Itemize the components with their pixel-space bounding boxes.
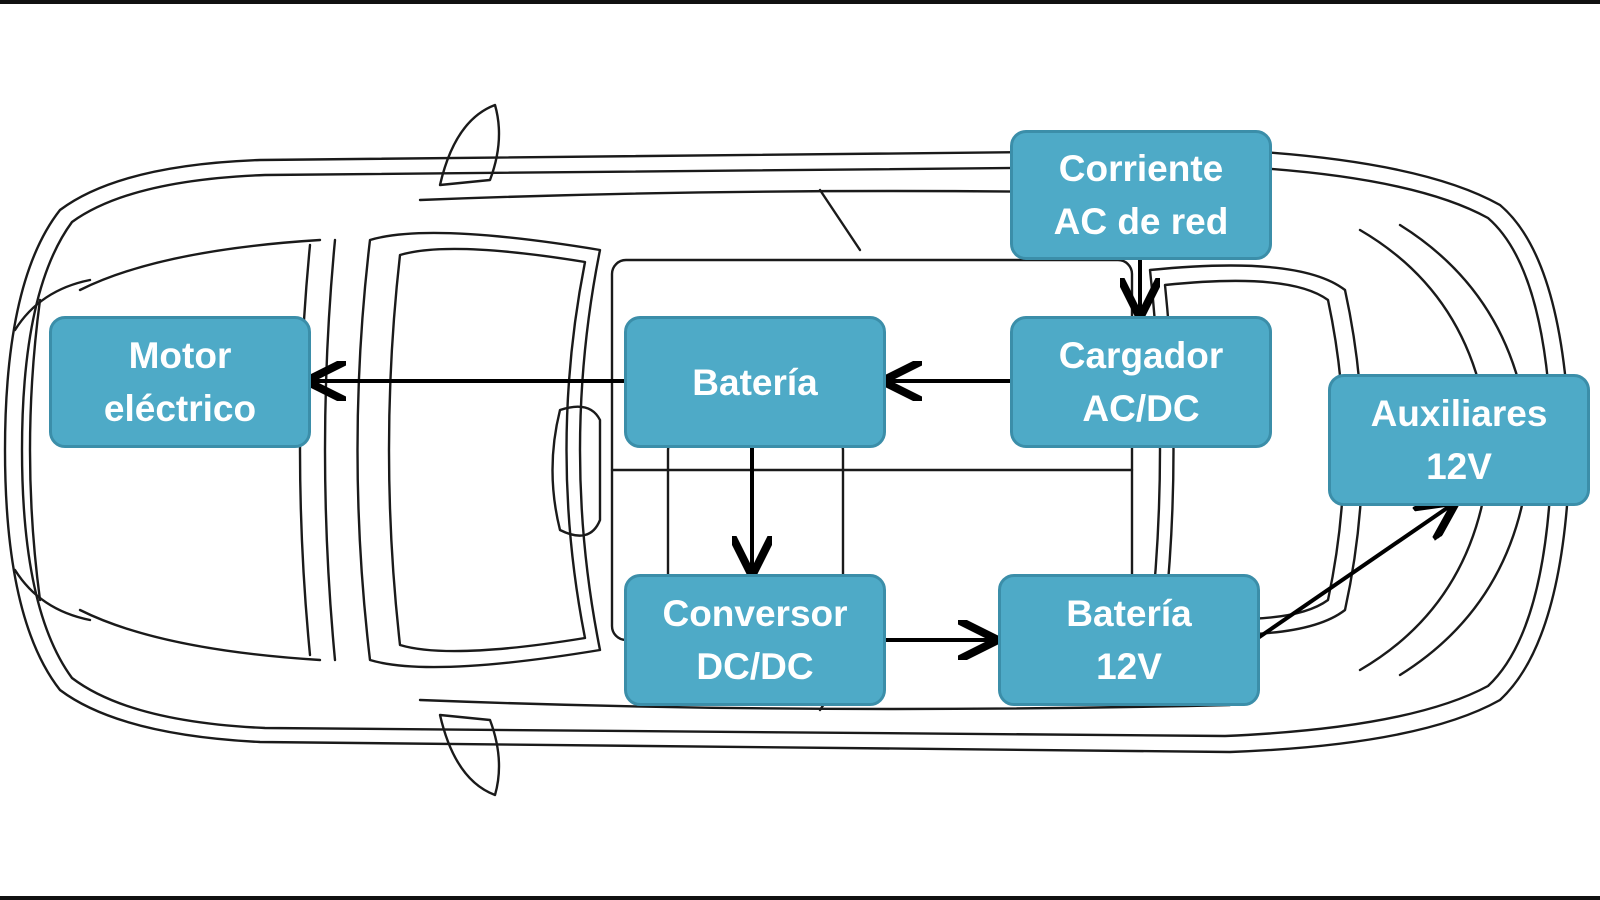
node-bateria12-label: Batería 12V xyxy=(1066,593,1192,687)
headlight-top xyxy=(13,278,92,332)
hood-line-bottom xyxy=(78,608,322,662)
mirror-top xyxy=(438,103,501,187)
car-body-inner xyxy=(20,164,1554,738)
node-conversor-label: Conversor DC/DC xyxy=(662,593,848,687)
node-auxiliares-12v: Auxiliares 12V xyxy=(1328,374,1590,506)
door-split-top xyxy=(818,188,862,252)
node-cargador-label: Cargador AC/DC xyxy=(1058,335,1224,429)
node-conversor-dc-dc: Conversor DC/DC xyxy=(624,574,886,706)
hood-side-left-2 xyxy=(323,238,337,662)
car-body-outer xyxy=(3,148,1572,754)
headlight-bottom xyxy=(13,568,92,622)
node-cargador-ac-dc: Cargador AC/DC xyxy=(1010,316,1272,448)
node-auxiliares-label: Auxiliares 12V xyxy=(1370,393,1548,487)
front-bumper xyxy=(28,298,42,602)
node-motor-electrico: Motor eléctrico xyxy=(49,316,311,448)
hood-side-left xyxy=(298,243,312,657)
node-motor-electrico-label: Motor eléctrico xyxy=(103,335,257,429)
mirror-bottom xyxy=(438,713,501,797)
node-bateria-label: Batería xyxy=(692,361,818,403)
hood-line-top xyxy=(78,238,322,292)
door-line-bottom xyxy=(418,698,1232,711)
node-bateria-12v: Batería 12V xyxy=(998,574,1260,706)
seat-detail xyxy=(551,405,602,537)
node-corriente-label: Corriente AC de red xyxy=(1053,148,1229,242)
windshield xyxy=(356,231,602,669)
windshield-inner xyxy=(387,247,587,653)
node-corriente-ac-de-red: Corriente AC de red xyxy=(1010,130,1272,260)
node-bateria: Batería xyxy=(624,316,886,448)
